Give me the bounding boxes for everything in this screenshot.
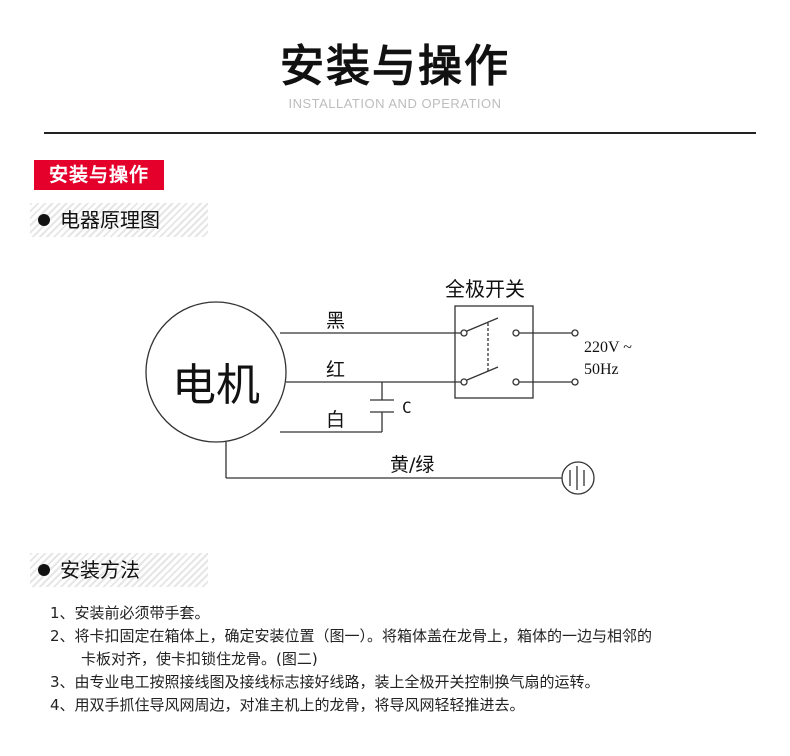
terminal-n <box>571 378 579 386</box>
page-title: 安装与操作 <box>280 41 510 92</box>
capacitor-label: C <box>402 398 412 417</box>
step-4: 4、用双手抓住导风网周边，对准主机上的龙骨，将导风网轻轻推进去。 <box>50 696 525 714</box>
wire-white-label: 白 <box>326 409 345 431</box>
wire-black-label: 黑 <box>326 310 345 332</box>
ground-symbol-circle <box>561 461 595 495</box>
section-tag: 安装与操作 <box>34 160 164 190</box>
step-1: 1、安装前必须带手套。 <box>50 604 210 622</box>
install-steps: 1、安装前必须带手套。 2、将卡扣固定在箱体上，确定安装位置（图一）。将箱体盖在… <box>50 602 770 717</box>
switch-box <box>454 305 534 399</box>
bullet-icon <box>38 214 50 226</box>
terminal-l <box>571 329 579 337</box>
supply-freq-label: 50Hz <box>584 361 619 378</box>
step-3: 3、由专业电工按照接线图及接线标志接好线路，装上全极开关控制换气扇的运转。 <box>50 673 600 691</box>
step-2-continued: 卡板对齐，使卡扣锁住龙骨。(图二) <box>81 650 318 668</box>
supply-voltage-label: 220V ~ <box>584 339 632 356</box>
wire-ground-label: 黄/绿 <box>390 454 434 476</box>
switch-label: 全极开关 <box>445 277 525 301</box>
header-divider <box>44 132 756 134</box>
bullet-icon <box>38 564 50 576</box>
wire-red-label: 红 <box>326 359 345 381</box>
section-title-install: 安装方法 <box>60 558 140 582</box>
motor-label: 电机 <box>172 360 260 411</box>
page-subtitle: INSTALLATION AND OPERATION <box>288 96 502 111</box>
wiring-diagram: 电机 全极开关 黑 红 白 C 黄/绿 220V ~ 50Hz <box>145 277 632 495</box>
section-title-diagram: 电器原理图 <box>60 208 160 232</box>
section-header-install: 安装方法 <box>30 553 208 587</box>
step-2: 2、将卡扣固定在箱体上，确定安装位置（图一）。将箱体盖在龙骨上，箱体的一边与相邻… <box>50 627 653 645</box>
motor-circle <box>145 301 287 443</box>
section-header-diagram: 电器原理图 <box>30 203 208 237</box>
